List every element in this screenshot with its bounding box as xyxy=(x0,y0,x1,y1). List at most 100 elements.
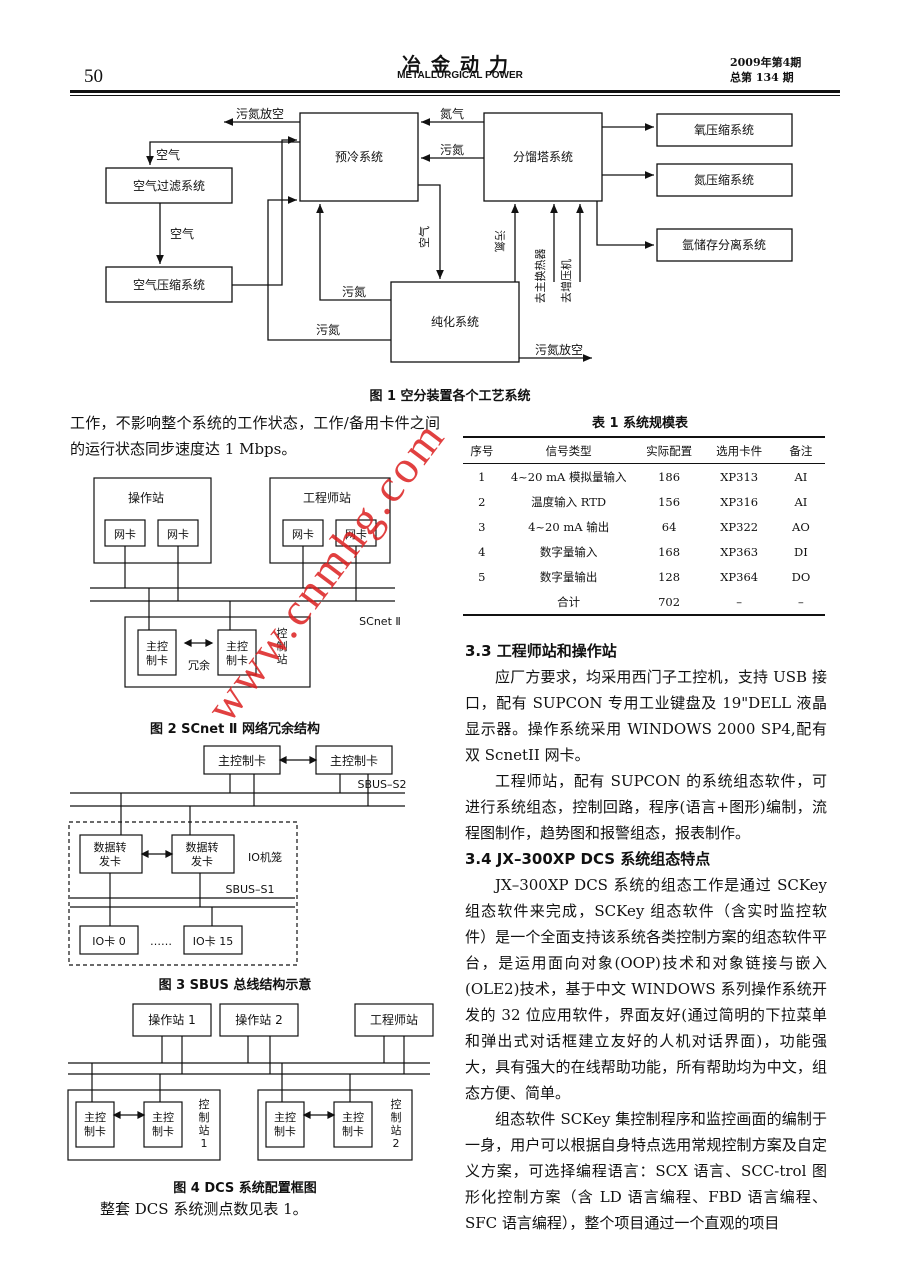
cell: AI xyxy=(794,494,808,509)
table-row: 1 4~20 mA 模拟量输入 186 XP313 AI xyxy=(463,464,825,490)
cell: 5 xyxy=(478,569,486,584)
th-note: 备注 xyxy=(789,443,813,458)
cell: 64 xyxy=(661,519,677,534)
box-air-compress-label: 空气压缩系统 xyxy=(133,277,205,292)
box-nitrogen-label: 氮压缩系统 xyxy=(694,172,754,187)
fig2-main-ctrl-1: 主控制卡 xyxy=(146,639,168,667)
fig4-main-ctrl-3: 主控制卡 xyxy=(274,1110,296,1138)
cell: – xyxy=(798,594,804,609)
label-nitrogen-top: 氮气 xyxy=(440,106,464,121)
label-to-booster: 去增压机 xyxy=(559,259,573,303)
fig3-data-card-1: 数据转发卡 xyxy=(94,840,127,868)
cell: 702 xyxy=(658,594,681,609)
box-air-filter xyxy=(105,167,233,204)
section-3-4-para-2: 组态软件 SCKey 集控制程序和监控画面的编制于一身，用户可以根据自身特点选用… xyxy=(465,1110,827,1232)
label-vent-bottom: 污氮放空 xyxy=(535,342,583,357)
fig4-eng: 工程师站 xyxy=(370,1012,418,1027)
figure-1-caption: 图 1 空分装置各个工艺系统 xyxy=(369,389,531,404)
fig3-dots: …… xyxy=(150,935,172,948)
fig3-sbus-s2: SBUS–S2 xyxy=(357,778,406,791)
section-3-3-heading: 3.3 工程师站和操作站 xyxy=(465,642,617,660)
issue-line1: 2009年第4期 xyxy=(730,56,802,69)
cell: XP322 xyxy=(720,519,759,534)
box-nitrogen xyxy=(656,163,793,197)
fig2-operator-label: 操作站 xyxy=(128,490,164,505)
cell: 数字量输出 xyxy=(539,569,598,584)
fig2-ctrl-station: 控制站 xyxy=(277,626,288,666)
fig2-engineer-label: 工程师站 xyxy=(303,490,351,505)
header-rule-thick xyxy=(70,90,840,93)
cell: 1 xyxy=(478,469,486,484)
fig2-scnet-label: SCnet Ⅱ xyxy=(359,615,401,628)
figure-1-diagram: 预冷系统 分馏塔系统 氧压缩系统 氮压缩系统 氩储存分离系统 空气过滤系统 空气… xyxy=(105,106,793,363)
fig3-io-cage: IO机笼 xyxy=(248,850,282,864)
issue-line2: 总第 134 期 xyxy=(730,71,794,84)
cell: AO xyxy=(792,519,810,534)
section-3-3-para-1: 应厂方要求，均采用西门子工控机，支持 USB 接口，配有 SUPCON 专用工业… xyxy=(465,668,827,764)
fig3-main-ctrl-1: 主控制卡 xyxy=(218,754,266,768)
cell: 186 xyxy=(658,469,681,484)
cell: DI xyxy=(794,544,808,559)
fig4-main-ctrl-4: 主控制卡 xyxy=(342,1110,364,1138)
cell xyxy=(463,589,501,615)
cell: XP363 xyxy=(720,544,759,559)
label-air-top: 空气 xyxy=(156,147,180,162)
box-argon-label: 氩储存分离系统 xyxy=(682,237,766,252)
label-dirty-n-mid: 污氮 xyxy=(342,284,366,299)
cell: 合计 xyxy=(557,594,581,609)
fig3-io0: IO卡 0 xyxy=(92,935,125,948)
table-row: 2 温度输入 RTD 156 XP316 AI xyxy=(463,489,825,514)
table-row-total: 合计 702 – – xyxy=(463,589,825,615)
header-rule-thin xyxy=(70,95,840,96)
right-column: 3.3 工程师站和操作站 应厂方要求，均采用西门子工控机，支持 USB 接口，配… xyxy=(465,638,827,1236)
figure-3-diagram: 主控制卡 主控制卡 SBUS–S2 数据转发卡 数据转发卡 IO机笼 SBUS–… xyxy=(68,745,407,966)
th-card: 选用卡件 xyxy=(716,443,763,458)
section-3-4-para-1: JX–300XP DCS 系统的组态工作是通过 SCKey 组态软件来完成，SC… xyxy=(465,876,827,1102)
journal-subtitle: METALLURGICAL POWER xyxy=(397,70,523,81)
figure-2-caption: 图 2 SCnet Ⅱ 网络冗余结构 xyxy=(150,722,320,737)
cell: XP316 xyxy=(720,494,759,509)
label-air-mid: 空气 xyxy=(170,226,194,241)
table-header-row: 序号 信号类型 实际配置 选用卡件 备注 xyxy=(463,437,825,464)
fig3-sbus-s1: SBUS–S1 xyxy=(225,883,274,896)
label-dirty-n-vertical: 污氮 xyxy=(493,230,507,252)
table-row: 3 4~20 mA 输出 64 XP322 AO xyxy=(463,514,825,539)
cell: 温度输入 RTD xyxy=(531,494,607,509)
figure-3-caption: 图 3 SBUS 总线结构示意 xyxy=(158,978,312,993)
cell: 4 xyxy=(478,544,486,559)
fig2-netcard-2: 网卡 xyxy=(167,528,189,541)
th-signal: 信号类型 xyxy=(545,443,592,458)
box-purify xyxy=(390,281,520,363)
fig2-main-ctrl-2: 主控制卡 xyxy=(226,639,248,667)
label-dirty-n-top: 污氮 xyxy=(440,142,464,157)
cell: 168 xyxy=(658,544,681,559)
box-argon xyxy=(656,228,793,262)
fig4-op2: 操作站 2 xyxy=(235,1012,282,1027)
th-index: 序号 xyxy=(470,443,494,458)
th-config: 实际配置 xyxy=(646,443,693,458)
page-number: 50 xyxy=(84,66,103,87)
figure-2-diagram: 操作站 工程师站 网卡 网卡 网卡 网卡 主控制卡 主控制卡 冗余 控制站 SC… xyxy=(90,477,401,688)
issue-info: 2009年第4期 总第 134 期 xyxy=(730,55,801,85)
fig2-netcard-4: 网卡 xyxy=(345,528,367,541)
figure-4-caption: 图 4 DCS 系统配置框图 xyxy=(173,1181,317,1196)
section-3-3-para-2: 工程师站，配有 SUPCON 的系统组态软件，可进行系统组态，控制回路，程序(语… xyxy=(465,772,827,842)
left-paragraph: 工作，不影响整个系统的工作状态，工作/备用卡件之间的运行状态同步速度达 1 Mb… xyxy=(70,414,440,458)
box-air-filter-label: 空气过滤系统 xyxy=(133,178,205,193)
table-1-caption: 表 1 系统规模表 xyxy=(591,416,689,431)
fig4-main-ctrl-2: 主控制卡 xyxy=(152,1110,174,1138)
table-row: 5 数字量输出 128 XP364 DO xyxy=(463,564,825,589)
cell: XP364 xyxy=(720,569,759,584)
label-to-main-hx: 去主换热器 xyxy=(533,249,547,304)
cell: AI xyxy=(794,469,808,484)
fig3-main-ctrl-2: 主控制卡 xyxy=(330,754,378,768)
label-air-vertical: 空气 xyxy=(417,226,431,248)
figure-4-diagram: 操作站 1 操作站 2 工程师站 主控制卡 主控制卡 主控制卡 主控制卡 控制站… xyxy=(67,1003,434,1161)
cell: XP313 xyxy=(720,469,759,484)
left-bottom-paragraph: 整套 DCS 系统测点数见表 1。 xyxy=(100,1200,308,1218)
cell: 3 xyxy=(478,519,486,534)
fig3-io15: IO卡 15 xyxy=(193,935,233,948)
box-oxygen xyxy=(656,113,793,147)
label-vent-top: 污氮放空 xyxy=(236,106,284,121)
